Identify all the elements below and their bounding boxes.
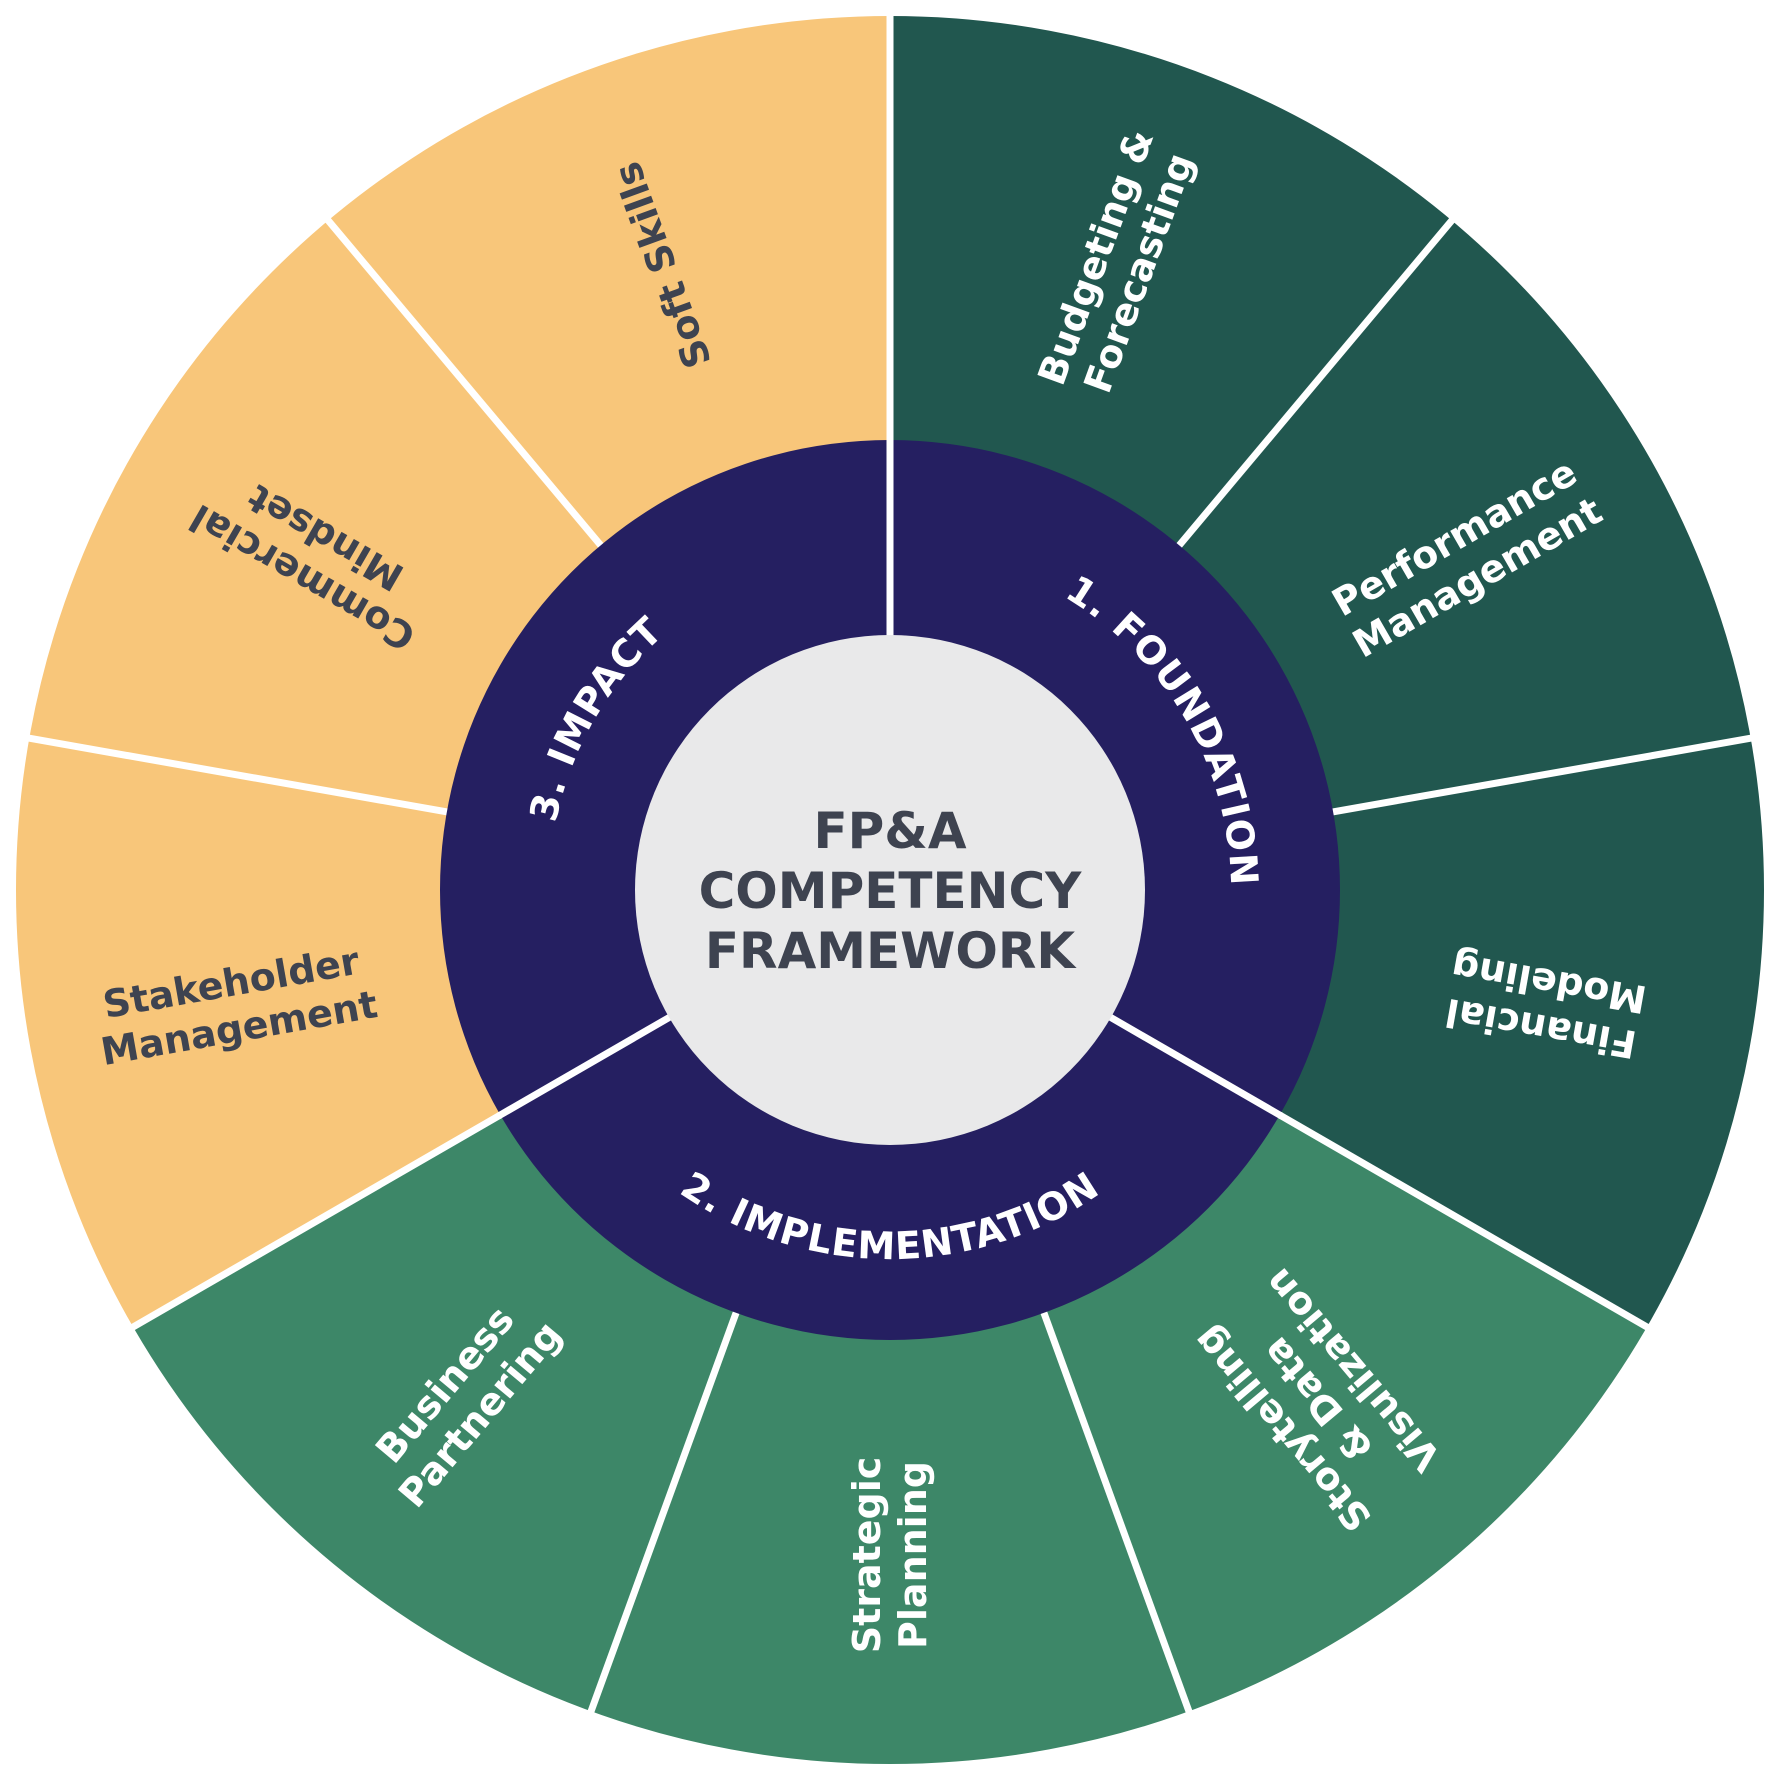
ring-divider [1107, 1013, 1284, 1120]
ring-divider [496, 1013, 673, 1120]
inner-ring-separators [496, 438, 1284, 1120]
segment-divider [1328, 733, 1757, 816]
segment-label-line: Strategic [845, 1457, 889, 1654]
outer-separators [14, 11, 1766, 1766]
segment-foundation-1 [890, 15, 1453, 547]
segment-divider [586, 1307, 741, 1718]
segment-foundation-2 [1177, 219, 1752, 813]
center-title-line: FRAMEWORK [705, 922, 1077, 980]
segment-divider [127, 1109, 506, 1333]
ring-segment-foundation [890, 440, 1340, 1115]
outer-rim [14, 14, 1766, 1766]
segment-divider [1174, 214, 1458, 551]
segment-label-line: Planning [891, 1461, 935, 1649]
segment-impact-2 [28, 219, 603, 813]
segment-impact-1 [14, 738, 503, 1328]
segment-foundation-3 [1277, 738, 1765, 1328]
segment-implementation-2 [590, 1310, 1190, 1766]
segment-label-implementation-2: StrategicPlanning [845, 1457, 935, 1654]
ring-segment-implementation [500, 1016, 1280, 1340]
ring-segment-impact [440, 440, 890, 1115]
segment-divider [1274, 1109, 1653, 1333]
segment-implementation-1 [1043, 1114, 1648, 1713]
inner-ring [440, 440, 1340, 1340]
outer-segments [14, 15, 1765, 1766]
center-title-line: COMPETENCY [699, 862, 1083, 920]
segment-divider [23, 733, 452, 816]
segment-divider [1039, 1307, 1194, 1718]
segment-implementation-3 [132, 1114, 737, 1713]
center-title-line: FP&A [813, 802, 966, 860]
segment-impact-3 [327, 15, 890, 547]
segment-divider [322, 214, 606, 551]
center-disc [635, 635, 1145, 1145]
